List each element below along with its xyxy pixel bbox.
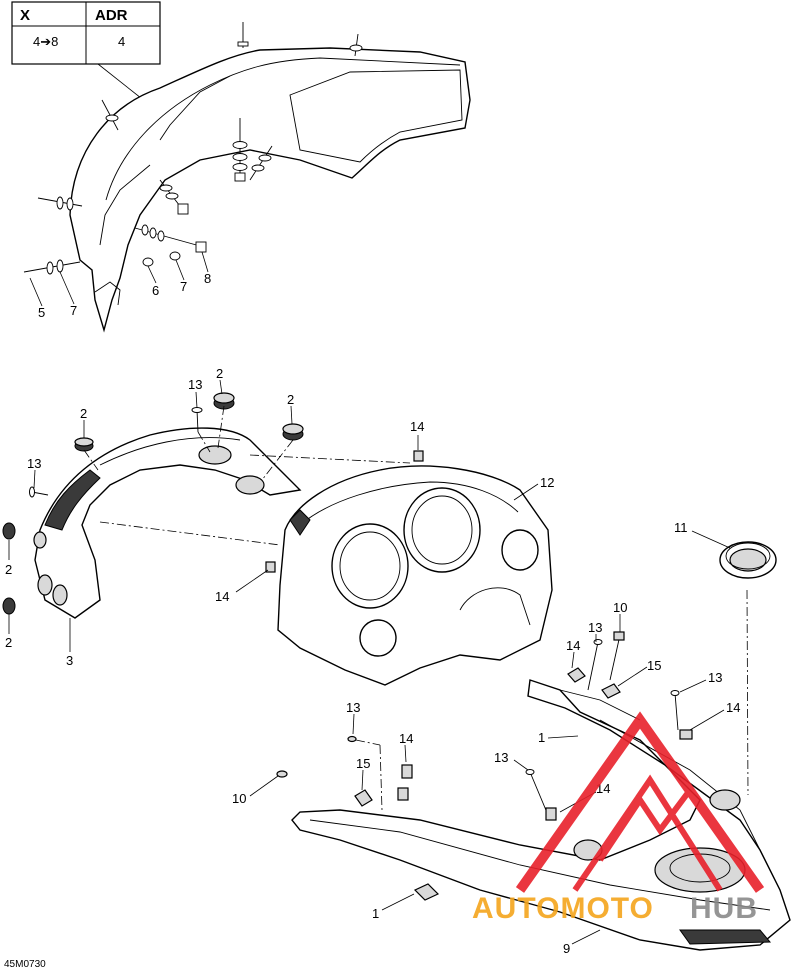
callout-labels: 5 7 6 7 8 13 2 2 2 13 2 2 3 14 12 14 11 … [5,271,740,956]
callout-1: 1 [538,730,545,745]
reference-table: X ADR 4➔8 4 [11,1,161,103]
callout-2: 2 [216,366,223,381]
windshield-deflector [23,22,471,333]
callout-13: 13 [188,377,202,392]
callout-3: 3 [66,653,73,668]
callout-10: 10 [613,600,627,615]
callout-2: 2 [287,392,294,407]
callout-14: 14 [399,731,413,746]
callout-14: 14 [566,638,580,653]
callout-2: 2 [80,406,87,421]
callout-2: 2 [5,635,12,650]
gauge-support-part-12 [277,465,553,686]
assembly-lines [99,454,749,811]
callout-9: 9 [563,941,570,956]
lower-console-part-9 [291,679,791,951]
table-header-x: X [20,7,30,24]
table-value-x: 4➔8 [33,34,58,49]
callout-8: 8 [204,271,211,286]
callout-10: 10 [232,791,246,806]
table-header-adr: ADR [95,7,128,24]
table-value-adr: 4 [118,34,125,49]
upper-garnish-part-3 [33,427,302,619]
automotohub-watermark: AUTOMOTO HUB [472,711,765,925]
callout-12: 12 [540,475,554,490]
callout-13: 13 [494,750,508,765]
callout-6: 6 [152,283,159,298]
callout-13: 13 [27,456,41,471]
callout-11: 11 [674,520,688,535]
callout-1: 1 [372,906,379,921]
bottom-fasteners [265,450,693,901]
watermark-text-red: AUTOMOTO [472,892,654,925]
watermark-text-gray: HUB [690,892,758,925]
callout-13: 13 [588,620,602,635]
callout-5: 5 [38,305,45,320]
callout-13: 13 [708,670,722,685]
callout-15: 15 [647,658,661,673]
callout-7: 7 [70,303,77,318]
drawing-code: 45M0730 [4,959,46,970]
callout-14: 14 [410,419,424,434]
callout-leaders [8,251,731,945]
grommets-and-screws [2,392,304,615]
callout-2: 2 [5,562,12,577]
callout-15: 15 [356,756,370,771]
callout-14: 14 [726,700,740,715]
callout-14: 14 [215,589,229,604]
bezel-ring-part-11 [719,541,777,579]
callout-13: 13 [346,700,360,715]
callout-7: 7 [180,279,187,294]
